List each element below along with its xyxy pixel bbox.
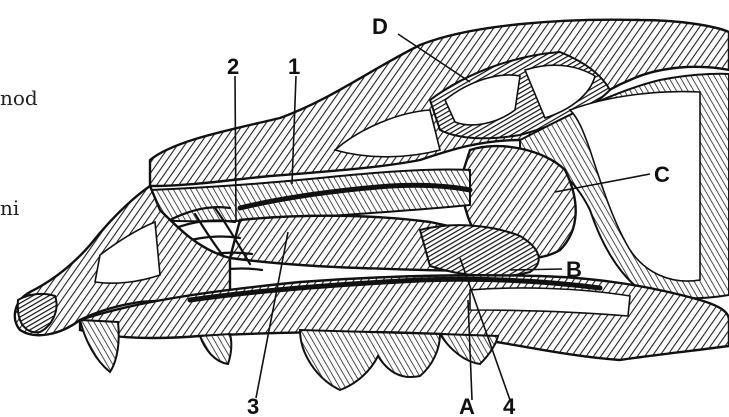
label-2: 2	[227, 54, 239, 79]
label-A: A	[459, 394, 475, 417]
label-3: 3	[247, 394, 259, 417]
label-1: 1	[288, 54, 300, 79]
label-B: B	[566, 257, 582, 282]
label-D: D	[372, 14, 388, 39]
label-4: 4	[503, 394, 516, 417]
leader-line-2	[235, 76, 236, 222]
label-C: C	[654, 162, 670, 187]
leader-line-B	[510, 269, 562, 270]
